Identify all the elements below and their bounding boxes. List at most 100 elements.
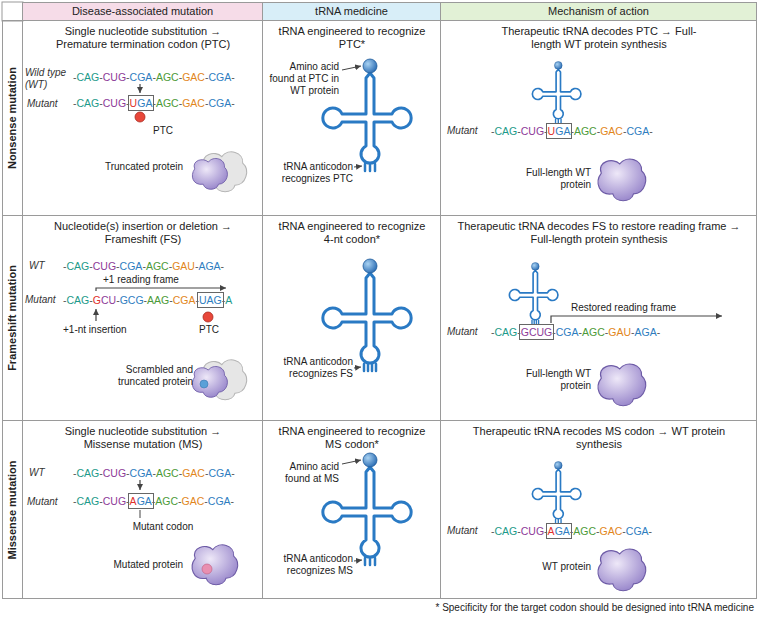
codon: -: [491, 525, 495, 537]
codon: CGA: [626, 525, 649, 537]
codon: -: [99, 467, 103, 479]
codon: -: [152, 71, 156, 83]
codon: -: [144, 294, 148, 306]
codon: CGA: [556, 326, 579, 338]
codon: -: [517, 125, 521, 137]
codon: CUG: [103, 495, 126, 507]
codon: CUG: [103, 467, 126, 479]
nucleotide: C: [101, 294, 109, 306]
codon: -: [152, 97, 156, 109]
codon: -: [517, 525, 521, 537]
codon: -: [73, 97, 77, 109]
table-cell: Single nucleotide substitution → Missens…: [22, 420, 263, 599]
column-header: tRNA medicine: [262, 2, 441, 21]
codon-sequence: -CAG-CUG-CGA-AGC-GAC-CGA-: [73, 71, 261, 84]
row-title: Missense mutation: [6, 460, 19, 559]
codon: -: [544, 125, 548, 137]
cell-label: Mutant: [447, 326, 487, 338]
table-cell: tRNA engineered to recognize MS codon*Am…: [262, 420, 441, 599]
cell-label: Mutant: [25, 294, 63, 306]
row-title: Nonsense mutation: [6, 67, 19, 169]
codon: AGA: [198, 260, 220, 272]
codon: A: [225, 294, 232, 306]
codon: -: [178, 495, 182, 507]
codon: AAG: [147, 294, 169, 306]
row-header: Nonsense mutation: [2, 20, 23, 216]
cell-label: Mutant codon: [106, 521, 220, 533]
table-cell: Nucleotide(s) insertion or deletion → Fr…: [22, 215, 263, 421]
codon: -: [579, 326, 583, 338]
cell-label: Truncated protein: [103, 161, 183, 173]
codon: GAC: [182, 467, 205, 479]
cell-title: Single nucleotide substitution → Prematu…: [43, 25, 243, 51]
cell-label: Full-length WT protein: [521, 167, 591, 191]
codon-sequence: -CAG-CUG-CGA-AGC-GAC-CGA-: [73, 467, 261, 480]
codon: -: [73, 467, 77, 479]
codon: -: [597, 125, 601, 137]
codon-sequence: -CAG-CUG-CGA-AGC-GAU-AGA-: [63, 260, 258, 273]
codon: -: [89, 260, 93, 272]
cell-title: Therapeutic tRNA recodes MS codon → WT p…: [469, 425, 729, 451]
codon: CAG: [495, 326, 518, 338]
codon: CGA: [208, 495, 231, 507]
codon: -: [231, 495, 235, 507]
nucleotide: U: [548, 125, 556, 137]
codon: -: [570, 525, 574, 537]
codon: -: [99, 495, 103, 507]
codon: -: [63, 260, 67, 272]
codon: AGC: [156, 97, 179, 109]
codon: CAG: [495, 525, 518, 537]
codon: -: [570, 125, 574, 137]
cell-label: +1-nt insertion: [63, 324, 143, 336]
codon: -: [195, 260, 199, 272]
codon: -: [152, 467, 156, 479]
nucleotide: A: [563, 125, 570, 137]
codon: AGC: [155, 495, 178, 507]
codon: -: [222, 294, 226, 306]
codon: -: [649, 125, 653, 137]
codon: CGA: [173, 294, 196, 306]
codon: AGC: [582, 326, 605, 338]
cell-label: WT protein: [521, 561, 591, 573]
row-header: Missense mutation: [2, 420, 23, 599]
header-text: Mechanism of action: [441, 5, 756, 18]
codon: AGC: [146, 260, 169, 272]
codon: -: [221, 260, 225, 272]
codon: AGC: [156, 71, 179, 83]
codon: -: [196, 294, 200, 306]
codon: -: [231, 97, 235, 109]
nucleotide: A: [548, 525, 555, 537]
table-cell: tRNA engineered to recognize 4-nt codon*…: [262, 215, 441, 421]
codon-sequence: -CAG-CUG-AGA-AGC-GAC-CGA-: [491, 525, 691, 538]
codon: -: [152, 495, 156, 507]
codon: CGA: [208, 71, 231, 83]
cell-label: Mutant: [27, 98, 71, 110]
cell-title: Therapeutic tRNA decodes FS to restore r…: [449, 220, 749, 246]
codon: -: [99, 71, 103, 83]
codon: -: [179, 97, 183, 109]
codon: CUG: [521, 525, 544, 537]
footnote: * Specificity for the target codon shoul…: [250, 602, 754, 613]
codon: AGA: [635, 326, 657, 338]
codon: CAG: [77, 97, 100, 109]
codon: -: [649, 525, 653, 537]
table-cell: tRNA engineered to recognize PTC*Amino a…: [262, 20, 441, 216]
codon: -: [89, 294, 93, 306]
cell-label: Amino acid found at MS: [267, 461, 339, 485]
codon: -: [205, 97, 209, 109]
codon: -: [491, 125, 495, 137]
codon: CUG: [103, 97, 126, 109]
codon: -: [623, 125, 627, 137]
codon: GAU: [172, 260, 195, 272]
codon: -: [605, 326, 609, 338]
cell-label: Full-length WT protein: [521, 368, 591, 392]
row-header: Frameshift mutation: [2, 215, 23, 421]
codon: CUG: [103, 71, 126, 83]
cell-label: tRNA anticodon recognizes MS: [267, 553, 353, 577]
nucleotide: G: [555, 525, 563, 537]
codon: GAU: [608, 326, 631, 338]
cell-title: tRNA engineered to recognize 4-nt codon*: [277, 220, 427, 246]
codon: GCG: [120, 294, 144, 306]
cell-label: +1 reading frame: [103, 274, 233, 286]
